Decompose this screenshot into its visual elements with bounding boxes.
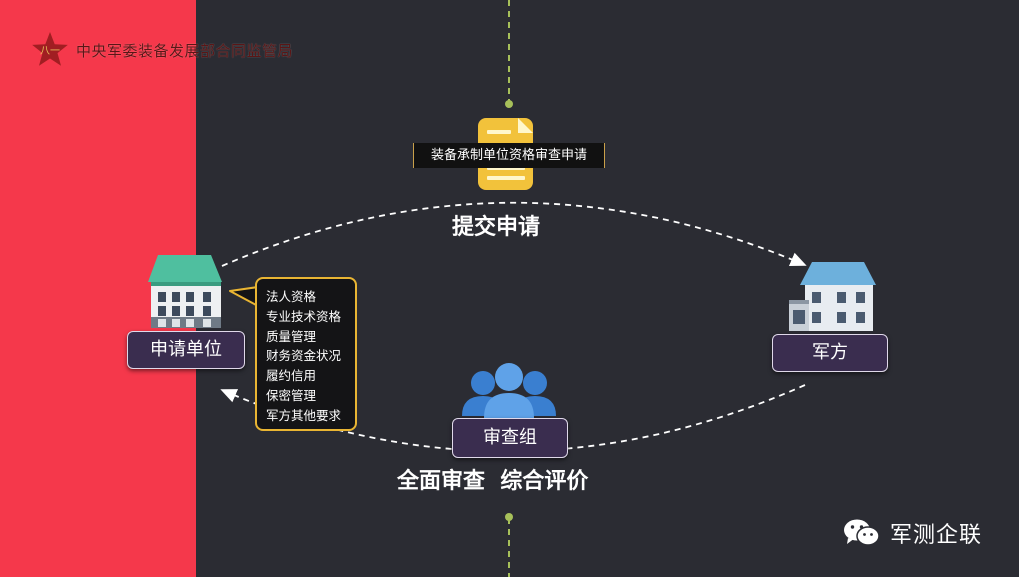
svg-text:八一: 八一 (40, 46, 60, 57)
house-icon (789, 262, 876, 331)
building-icon (148, 255, 222, 328)
applicant-label: 申请单位 (127, 331, 245, 369)
header-title: 中央军委装备发展部合同监管局 (76, 41, 294, 60)
bottom-connector-dot (505, 513, 513, 521)
callout-item: 法人资格 (266, 289, 317, 304)
submit-application-text: 提交申请 (452, 215, 541, 240)
callout-item: 质量管理 (266, 328, 317, 344)
document-label: 装备承制单位资格审查申请 (413, 143, 605, 168)
people-group-icon (462, 363, 556, 418)
military-label: 军方 (772, 334, 888, 372)
callout-item: 履约信用 (266, 368, 317, 384)
qualification-callout: 法人资格 专业技术资格 质量管理 财务资金状况 履约信用 保密管理 军方其他要求 (255, 277, 357, 431)
callout-item: 财务资金状况 (266, 348, 342, 364)
submit-arrow (221, 201, 807, 267)
review-evaluate-text: 全面审查 综合评价 (397, 469, 589, 494)
callout-pointer (229, 286, 259, 307)
callout-item: 专业技术资格 (266, 308, 342, 324)
brand-name: 军测企联 (890, 523, 983, 548)
header: 八一 中央军委装备发展部合同监管局 (30, 30, 293, 70)
review-group-label: 审查组 (452, 418, 568, 458)
army-star-icon: 八一 (32, 32, 68, 66)
callout-item: 保密管理 (266, 387, 317, 403)
callout-item: 军方其他要求 (266, 407, 342, 423)
top-connector-dot (505, 100, 513, 108)
wechat-icon (844, 519, 880, 546)
brand-watermark: 军测企联 (842, 517, 982, 549)
